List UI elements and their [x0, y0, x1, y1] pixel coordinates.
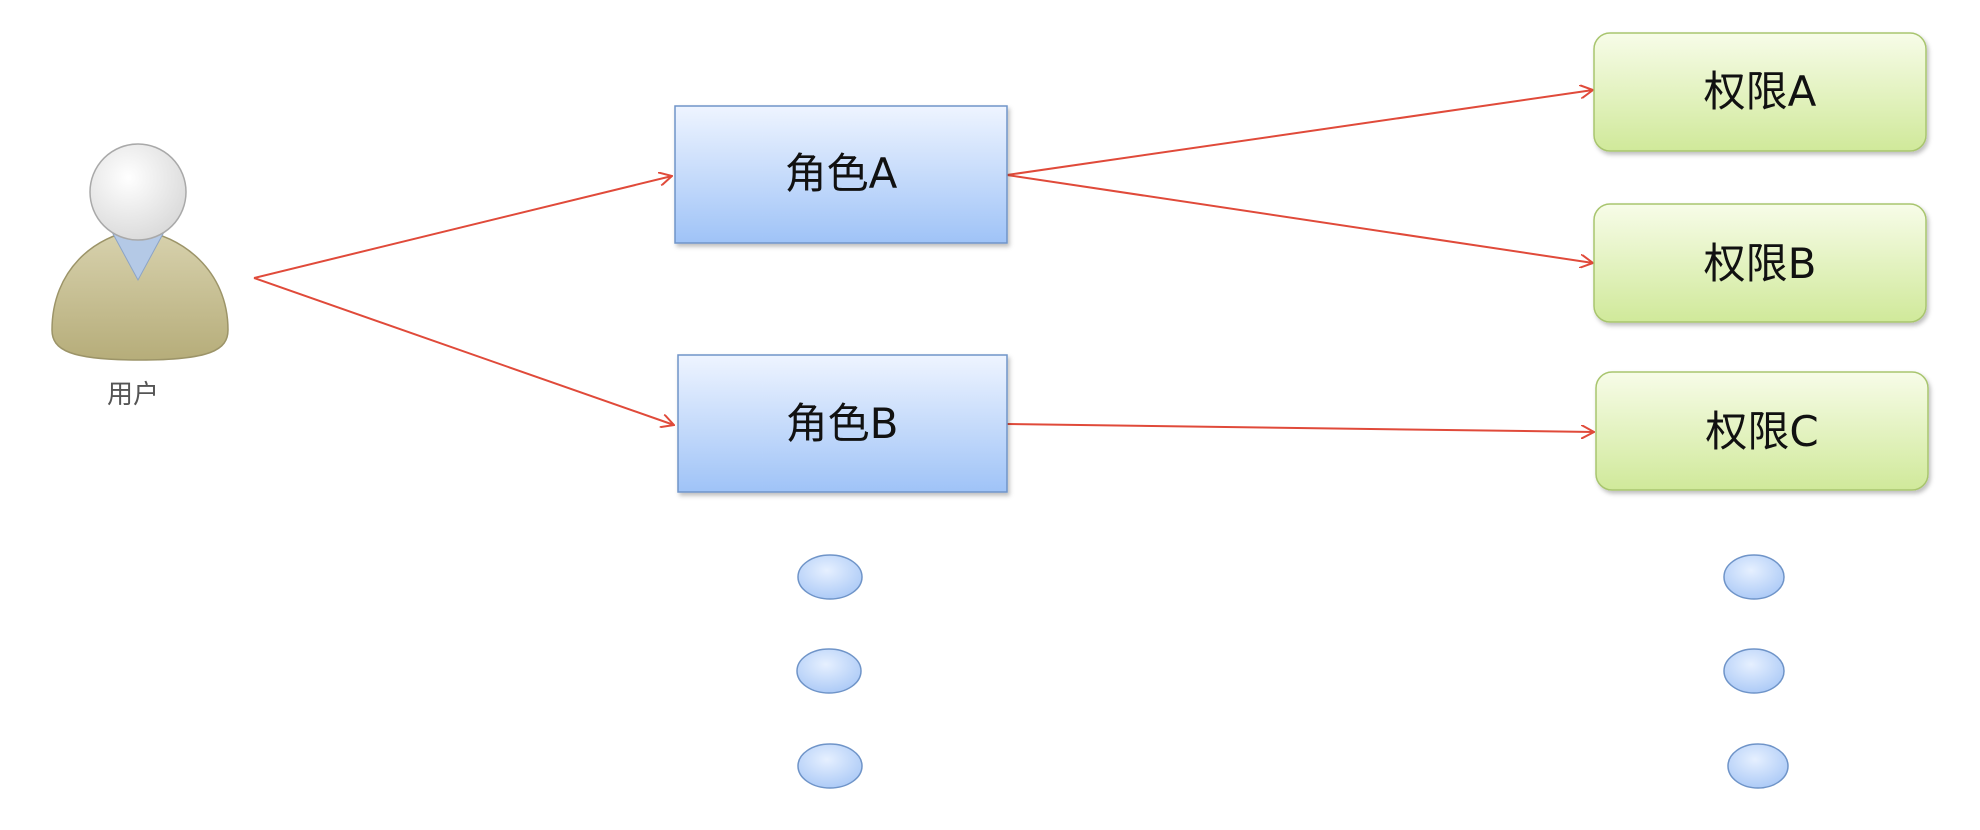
permission-a-label: 权限A: [1704, 67, 1817, 116]
permissions-ellipsis: [1723, 554, 1789, 789]
ellipsis-dot: [1723, 554, 1785, 600]
ellipsis-dot: [797, 743, 863, 789]
permission-b-label: 权限B: [1704, 239, 1817, 288]
arrow-user-to-role-b: [253, 277, 674, 425]
arrow-role-b-to-permission-c: [1006, 423, 1594, 432]
role-box-a: 角色A: [674, 105, 1008, 244]
permission-box-a: 权限A: [1593, 32, 1927, 152]
arrow-role-a-to-permission-b: [1006, 174, 1593, 263]
role-box-b: 角色B: [677, 354, 1008, 493]
connections: [253, 90, 1594, 432]
user-figure: 用户: [51, 143, 229, 410]
user-icon: [51, 143, 229, 361]
ellipsis-dot: [796, 648, 862, 694]
role-a-label: 角色A: [785, 149, 898, 198]
user-label: 用户: [107, 380, 159, 410]
permission-box-b: 权限B: [1593, 203, 1927, 323]
ellipsis-dot: [1723, 648, 1785, 694]
ellipsis-dot: [1727, 743, 1789, 789]
arrow-user-to-role-a: [253, 176, 672, 279]
permission-c-label: 权限C: [1705, 407, 1818, 456]
permission-box-c: 权限C: [1595, 371, 1929, 491]
arrow-role-a-to-permission-a: [1006, 90, 1593, 176]
roles-ellipsis: [796, 554, 863, 789]
ellipsis-dot: [797, 554, 863, 600]
role-b-label: 角色B: [786, 399, 899, 448]
